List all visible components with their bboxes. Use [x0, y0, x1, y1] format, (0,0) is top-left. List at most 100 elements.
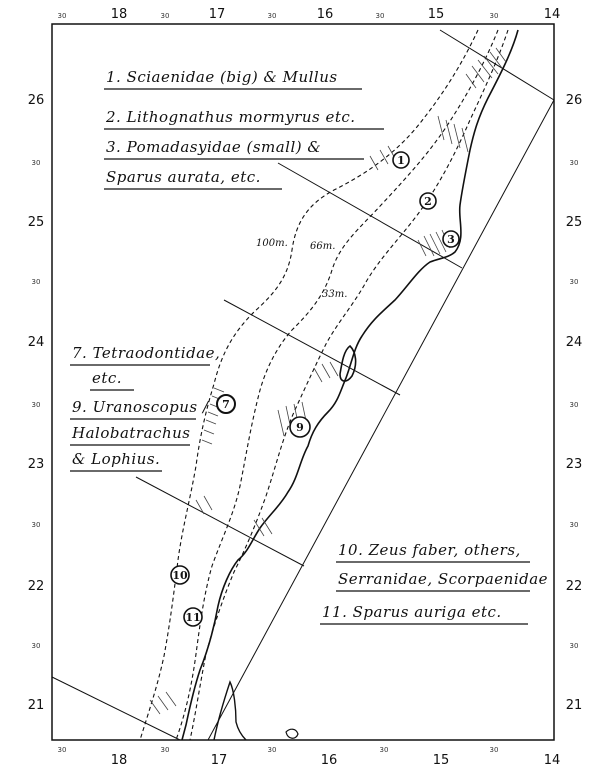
transect-line-2: [277, 162, 463, 269]
left-minor-1: 30: [32, 159, 41, 167]
outer-boundary-line: [207, 99, 555, 741]
legend-left: 7. Tetraodontidae, etc. 9. Uranoscopus /…: [70, 344, 220, 472]
hatch-patch-shelf: [437, 115, 469, 153]
zone-3-label: 3: [447, 233, 455, 246]
left-lat-26: 26: [28, 93, 45, 108]
zone-markers: 1 2 3 7 9 10 11: [170, 151, 460, 627]
left-minor-3: 30: [32, 401, 41, 409]
top-minor-2: 30: [161, 12, 170, 20]
hatch-patch-zone3: [417, 229, 451, 257]
hatch-patch-zone7: [201, 387, 225, 445]
bottom-minor-3: 30: [268, 746, 277, 754]
right-minor-5: 30: [570, 642, 579, 650]
zone-marker-3: 3: [442, 230, 460, 248]
legend-item-3b: Sparus aurata, etc.: [106, 168, 261, 186]
legend-top: 1. Sciaenidae (big) & Mullus 2. Lithogna…: [104, 68, 384, 190]
left-lat-21: 21: [28, 698, 45, 713]
right-lat-21: 21: [566, 698, 583, 713]
contour-100m: [139, 29, 479, 741]
bottom-minor-4: 30: [380, 746, 389, 754]
left-lat-23: 23: [28, 457, 45, 472]
bottom-lon-18: 18: [111, 753, 128, 768]
zone-9-label: 9: [296, 421, 304, 434]
top-minor-3: 30: [268, 12, 277, 20]
bottom-minor-5: 30: [490, 746, 499, 754]
right-minor-3: 30: [570, 401, 579, 409]
left-minor-5: 30: [32, 642, 41, 650]
legend-item-9: 9. Uranoscopus /: [72, 398, 210, 416]
bottom-minor-2: 30: [161, 746, 170, 754]
right-lat-25: 25: [566, 215, 583, 230]
transect-line-south: [51, 676, 181, 741]
bottom-lon-17: 17: [211, 753, 228, 768]
legend-item-7b: etc.: [92, 369, 122, 387]
right-minor-4: 30: [570, 521, 579, 529]
hatch-patch-zone1: [369, 145, 397, 171]
top-minor-5: 30: [490, 12, 499, 20]
coastline: [181, 29, 519, 741]
right-minor-2: 30: [570, 278, 579, 286]
top-lon-15: 15: [428, 7, 445, 22]
legend-item-11: 11. Sparus auriga etc.: [322, 603, 502, 621]
legend-item-9b: Halobatrachus: [71, 424, 190, 442]
southern-islet: [285, 728, 299, 739]
top-lon-16: 16: [317, 7, 334, 22]
hatch-patch-south: [149, 495, 273, 715]
depth-label-100m: 100m.: [256, 238, 288, 249]
zone-11-label: 11: [185, 611, 200, 624]
legend-item-7: 7. Tetraodontidae,: [72, 344, 220, 362]
top-axis: 18 17 16 15 14 30 30 30 30 30: [58, 7, 561, 22]
map-frame: [51, 23, 555, 741]
legend-right: 10. Zeus faber, others, Serranidae, Scor…: [320, 541, 548, 625]
right-lat-24: 24: [566, 335, 583, 350]
left-minor-4: 30: [32, 521, 41, 529]
bottom-axis: 18 17 16 15 14 30 30 30 30 30: [58, 746, 561, 768]
top-lon-18: 18: [111, 7, 128, 22]
right-axis: 26 25 24 23 22 21 30 30 30 30 30: [566, 93, 583, 713]
zone-2-label: 2: [424, 195, 432, 208]
depth-label-66m: 66m.: [310, 241, 335, 252]
zone-marker-10: 10: [170, 565, 190, 585]
depth-label-33m: 33m.: [322, 289, 347, 300]
legend-item-2: 2. Lithognathus mormyrus etc.: [105, 108, 356, 126]
top-minor-4: 30: [376, 12, 385, 20]
top-lon-14: 14: [544, 7, 561, 22]
top-minor-1: 30: [58, 12, 67, 20]
left-minor-2: 30: [32, 278, 41, 286]
zone-marker-9: 9: [289, 416, 311, 438]
legend-item-1: 1. Sciaenidae (big) & Mullus: [106, 68, 338, 86]
left-lat-22: 22: [28, 579, 45, 594]
zone-marker-2: 2: [419, 192, 437, 210]
legend-item-10b: Serranidae, Scorpaenidae: [338, 570, 548, 588]
boundary-lines: [51, 29, 555, 741]
left-lat-24: 24: [28, 335, 45, 350]
right-lat-22: 22: [566, 579, 583, 594]
left-lat-25: 25: [28, 215, 45, 230]
zone-marker-11: 11: [183, 607, 203, 627]
bottom-lon-15: 15: [433, 753, 450, 768]
zone-marker-1: 1: [392, 151, 410, 169]
legend-item-9c: & Lophius.: [72, 450, 160, 468]
bottom-lon-14: 14: [544, 753, 561, 768]
zone-10-label: 10: [172, 569, 188, 582]
fishing-ground-hatching: [149, 47, 507, 715]
right-lat-23: 23: [566, 457, 583, 472]
bottom-lon-16: 16: [321, 753, 338, 768]
left-axis: 26 25 24 23 22 21 30 30 30 30 30: [28, 93, 45, 713]
hatch-patch-north: [465, 47, 507, 89]
legend-item-3: 3. Pomadasyidae (small) &: [106, 138, 321, 156]
right-minor-1: 30: [570, 159, 579, 167]
transect-line-north: [439, 29, 555, 101]
hatch-patch-island: [313, 361, 339, 383]
transect-line-4: [135, 476, 305, 567]
zone-7-label: 7: [222, 398, 230, 411]
top-lon-17: 17: [209, 7, 226, 22]
contour-33m: [189, 29, 509, 741]
legend-item-10: 10. Zeus faber, others,: [338, 541, 521, 559]
bottom-minor-1: 30: [58, 746, 67, 754]
island: [339, 344, 357, 382]
right-lat-26: 26: [566, 93, 583, 108]
contour-66m: [175, 29, 499, 741]
